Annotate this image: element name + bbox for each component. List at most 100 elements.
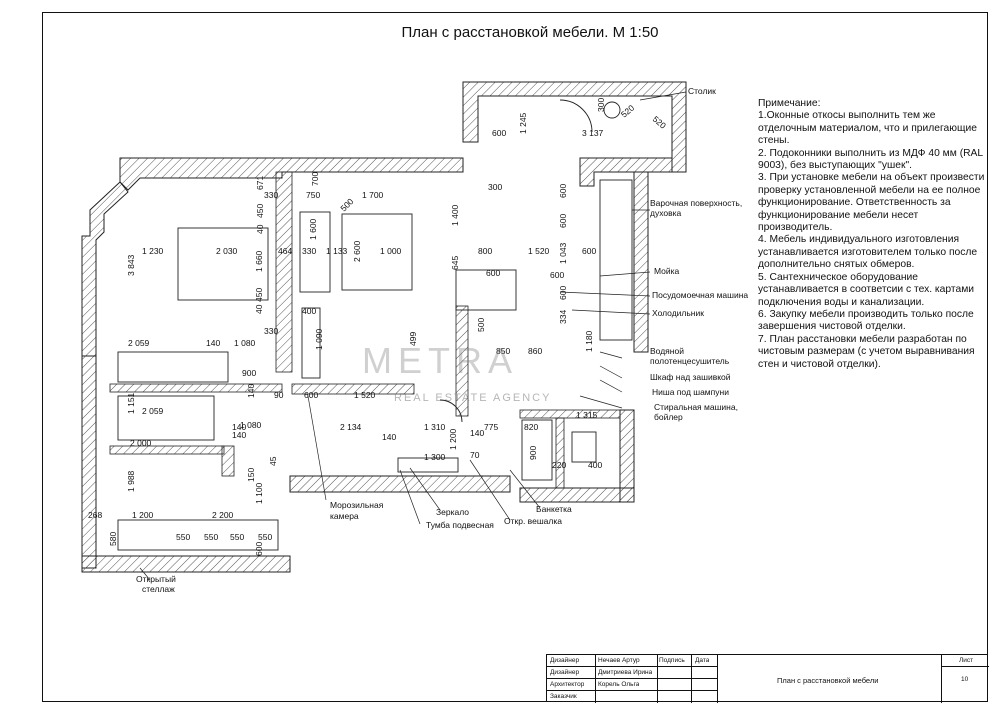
- dimension-label: 90: [274, 390, 284, 400]
- dimension-label: 750: [306, 190, 320, 200]
- partition-kitchen-bath: [519, 409, 621, 419]
- dimension-label: 1 520: [354, 390, 376, 400]
- dimension-label: 140: [470, 428, 484, 438]
- dimension-label: 150: [246, 468, 256, 482]
- kids-shelf: [117, 519, 279, 551]
- title-block-sheet-title: План с расстановкой мебели: [777, 677, 879, 685]
- leader-nisha: [599, 379, 623, 393]
- label-moyka: Мойка: [654, 266, 680, 276]
- dimension-label: 140: [232, 422, 246, 432]
- label-holodilnik: Холодильник: [652, 308, 704, 318]
- dimension-label: 1 080: [234, 338, 256, 348]
- dimension-label: 464: [278, 246, 292, 256]
- leader-veshalka: [469, 459, 511, 521]
- label-boyler: бойлер: [654, 412, 683, 422]
- leader-posuda: [559, 291, 651, 297]
- label-otkrytyy: Открытый: [136, 574, 176, 584]
- dimension-label: 1 988: [126, 470, 136, 492]
- title-block-sign-header: Подпись: [659, 657, 685, 664]
- dimension-label: 40: [254, 304, 264, 314]
- toilet: [571, 431, 597, 463]
- label-tumba: Тумба подвесная: [426, 520, 494, 530]
- dimension-label: 600: [254, 542, 264, 556]
- label-otkr-veshalka: Откр. вешалка: [504, 516, 562, 526]
- dimension-label: 1 400: [450, 204, 460, 226]
- note-item: 5. Сантехническое оборудование устанавли…: [758, 271, 975, 308]
- dimension-label: 2 030: [216, 246, 238, 256]
- wall-left-bay: [81, 181, 129, 357]
- partition-storage: [221, 445, 235, 477]
- dimension-label: 1 520: [528, 246, 550, 256]
- dimension-label: 400: [302, 306, 316, 316]
- label-varochnaya2: духовка: [650, 208, 682, 218]
- dimension-label: 334: [558, 310, 568, 324]
- note-item: 2. Подоконники выполнить из МДФ 40 мм (R…: [758, 147, 983, 172]
- dimension-label: 1 600: [308, 218, 318, 240]
- leader-stolik: [639, 91, 687, 101]
- dimension-label: 1 090: [314, 328, 324, 350]
- tv-unit: [301, 307, 321, 379]
- dimension-label: 140: [382, 432, 396, 442]
- dimension-label: 1 315: [576, 410, 598, 420]
- label-shkaf: Шкаф над зашивкой: [650, 372, 731, 382]
- leader-stellazh: [139, 567, 151, 581]
- dimension-label: 600: [558, 184, 568, 198]
- dimension-label: 645: [450, 256, 460, 270]
- dimension-label: 2 059: [142, 406, 164, 416]
- dimension-label: 600: [492, 128, 506, 138]
- dimension-label: 600: [304, 390, 318, 400]
- wardrobe: [117, 351, 229, 383]
- label-banketka: Банкетка: [536, 504, 572, 514]
- dimension-label: 300: [596, 98, 606, 112]
- hall-bench: [397, 457, 459, 473]
- leader-stiralnaya: [579, 395, 623, 409]
- dimension-label: 1 080: [240, 420, 262, 430]
- dimension-label: 499: [408, 332, 418, 346]
- title-block-role: Дизайнер: [550, 657, 580, 664]
- title-block-role: Архитектор: [550, 681, 585, 688]
- title-block-sheet-label: Лист: [959, 657, 974, 664]
- dimension-label: 45: [268, 456, 278, 466]
- dimension-label: 850: [496, 346, 510, 356]
- leader-vodyanoy: [599, 351, 623, 359]
- dimension-label: 1 180: [584, 330, 594, 352]
- dimension-label: 140: [232, 430, 246, 440]
- wall-top-right: [579, 157, 673, 187]
- dimension-label: 775: [484, 422, 498, 432]
- dimension-label: 550: [204, 532, 218, 542]
- dimension-label: 40: [255, 224, 265, 234]
- note-item: 7. План расстановки мебели разработан по…: [758, 333, 975, 370]
- note-item: 4. Мебель индивидуального изготовления у…: [758, 234, 978, 271]
- dimension-label: 2 200: [212, 510, 234, 520]
- dimension-label: 400: [588, 460, 602, 470]
- dimension-label: 1 151: [126, 392, 136, 414]
- dimension-label: 2 134: [340, 422, 362, 432]
- dimension-label: 450: [254, 288, 264, 302]
- watermark-subtitle: REAL ESTATE AGENCY: [394, 392, 552, 404]
- dimension-label: 1 245: [518, 112, 528, 134]
- dimension-label: 860: [528, 346, 542, 356]
- note-item: 6. Закупку мебели производить только пос…: [758, 308, 974, 333]
- dimensions: 600 1 245 3 137 300 520 520 671 330 750 …: [88, 98, 668, 556]
- partition-living-hall: [291, 383, 415, 395]
- title-block-name: Нечаев Артур: [598, 657, 640, 664]
- note-item: 3. При установке мебели на объект произв…: [758, 172, 985, 234]
- drawing-title: План с расстановкой мебели. М 1:50: [401, 24, 659, 41]
- partition-bedroom: [275, 171, 293, 373]
- label-stolik: Столик: [688, 86, 716, 96]
- dimension-label: 1 310: [424, 422, 446, 432]
- door-swing-1: [559, 99, 593, 133]
- dimension-label: 550: [230, 532, 244, 542]
- walls: [81, 81, 687, 573]
- dimension-label: 500: [476, 318, 486, 332]
- dimension-label: 1 660: [254, 250, 264, 272]
- title-block-name: Дмитриева Ирина: [598, 669, 653, 676]
- coffee-table: [299, 211, 331, 293]
- label-polotencesushitel: полотенцесушитель: [650, 356, 730, 366]
- label-zerkalo: Зеркало: [436, 507, 469, 517]
- dimension-label: 900: [242, 368, 256, 378]
- kids-bed: [117, 395, 215, 441]
- leader-shkaf: [599, 365, 623, 379]
- title-block-name: Корель Ольга: [598, 681, 640, 688]
